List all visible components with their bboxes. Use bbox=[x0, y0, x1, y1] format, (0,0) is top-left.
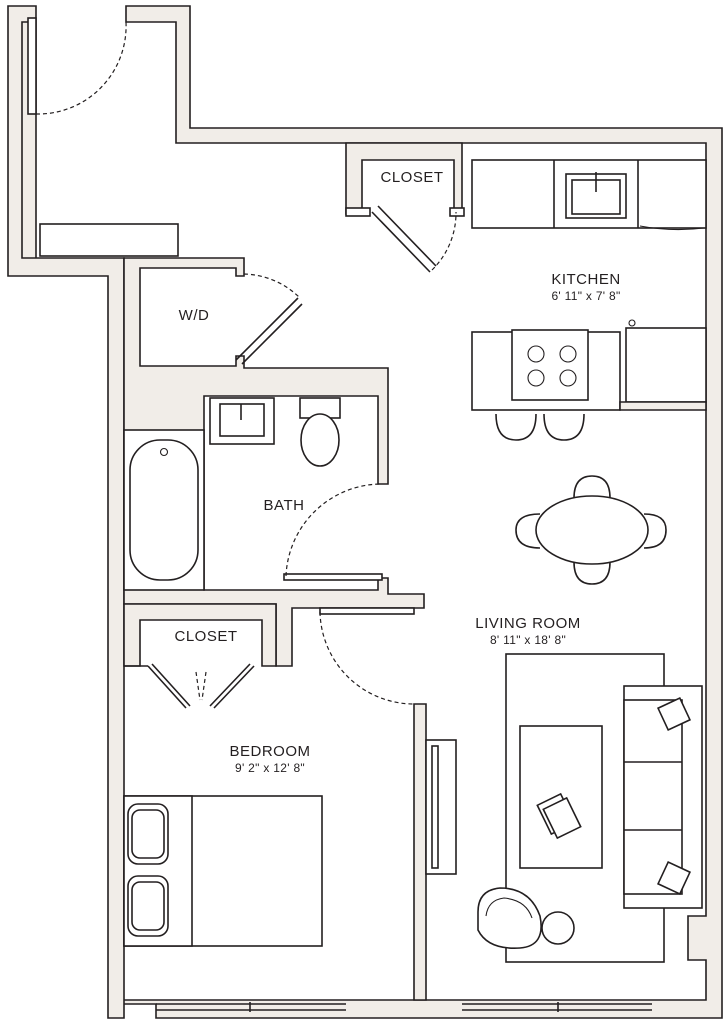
bath-label: BATH bbox=[264, 497, 305, 514]
kitchen-dimensions: 6' 11" x 7' 8" bbox=[551, 289, 620, 303]
sofa-seat bbox=[623, 699, 683, 895]
tv-console bbox=[425, 739, 457, 875]
entry-door-swing bbox=[35, 21, 127, 115]
kitchen-side-counter bbox=[625, 327, 707, 403]
book-on-table bbox=[542, 796, 582, 840]
burner-icon bbox=[559, 369, 577, 387]
hall-shelf bbox=[39, 223, 179, 257]
bedroom-window bbox=[156, 1002, 346, 1012]
bar-stool bbox=[495, 413, 537, 441]
bedroom-closet-label: CLOSET bbox=[174, 628, 237, 645]
wd-door-leaf-edge bbox=[241, 303, 303, 365]
dining-chair bbox=[573, 475, 611, 499]
closet-top-label: CLOSET bbox=[380, 169, 443, 186]
bath-sink bbox=[219, 403, 265, 437]
closet-door-leaf bbox=[371, 211, 431, 273]
range bbox=[511, 329, 589, 401]
bedroom-door-leaf bbox=[319, 607, 415, 615]
bedroom-dimensions: 9' 2" x 12' 8" bbox=[235, 761, 305, 775]
fridge-door bbox=[639, 225, 705, 231]
counter-knob-icon bbox=[628, 319, 636, 327]
kitchen-ledge bbox=[619, 401, 707, 411]
wd-door-leaf bbox=[235, 297, 299, 361]
bifold-swing-left bbox=[195, 671, 201, 701]
bar-stool bbox=[543, 413, 585, 441]
bedroom-partition bbox=[413, 703, 427, 1001]
living-room-dimensions: 8' 11" x 18' 8" bbox=[490, 633, 566, 647]
counter-dividers bbox=[553, 160, 639, 228]
closet-door-swing bbox=[431, 211, 457, 271]
throw-pillow bbox=[656, 860, 692, 896]
bath-door-leaf bbox=[283, 573, 383, 581]
closet-jamb-right bbox=[449, 207, 465, 217]
burner-icon bbox=[527, 369, 545, 387]
bifold-door-right-edge bbox=[209, 663, 251, 707]
living-room-label: LIVING ROOM bbox=[475, 615, 581, 632]
bedroom-door-swing bbox=[319, 611, 415, 705]
toilet-bowl bbox=[300, 413, 340, 467]
bath-door-swing bbox=[285, 483, 381, 577]
entry-door-leaf bbox=[27, 17, 37, 115]
closet-jamb-left bbox=[345, 207, 371, 217]
bifold-swing-right bbox=[201, 671, 207, 701]
burner-icon bbox=[527, 345, 545, 363]
wd-door-swing bbox=[243, 273, 301, 299]
dining-chair bbox=[515, 513, 541, 549]
dining-chair bbox=[643, 513, 667, 549]
tub-drain-icon bbox=[159, 447, 169, 457]
living-window bbox=[462, 1002, 652, 1012]
dining-chair bbox=[573, 561, 611, 585]
lounge-chair-back bbox=[485, 897, 533, 919]
tv-screen bbox=[431, 745, 439, 869]
bifold-door-left bbox=[147, 665, 187, 709]
kitchen-label: KITCHEN bbox=[551, 271, 620, 288]
throw-pillow bbox=[656, 696, 692, 732]
bathtub-basin bbox=[129, 439, 199, 581]
lounge-chair bbox=[477, 887, 542, 949]
closet-door-leaf-edge bbox=[377, 205, 437, 267]
burner-icon bbox=[559, 345, 577, 363]
dining-table bbox=[535, 495, 649, 565]
bifold-door-right bbox=[213, 665, 255, 709]
sofa-cushion-lines bbox=[624, 761, 682, 831]
bedroom-label: BEDROOM bbox=[229, 743, 310, 760]
wd-label: W/D bbox=[179, 307, 210, 324]
pillow-inner bbox=[131, 881, 165, 931]
bifold-door-left-edge bbox=[151, 663, 191, 707]
side-table bbox=[541, 911, 575, 945]
pillow-inner bbox=[131, 809, 165, 859]
